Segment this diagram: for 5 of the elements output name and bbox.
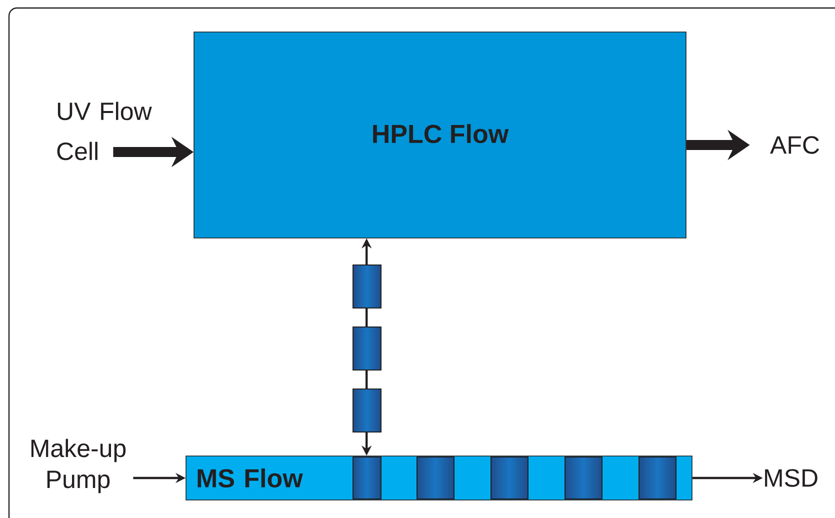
outlet-label: AFC (770, 136, 820, 154)
detector-label: MSD (765, 469, 818, 487)
source-label: UV Flow Cell (57, 102, 152, 160)
pump-label: Make-up Pump (31, 438, 126, 494)
process-box: HPLC Flow (194, 32, 686, 238)
